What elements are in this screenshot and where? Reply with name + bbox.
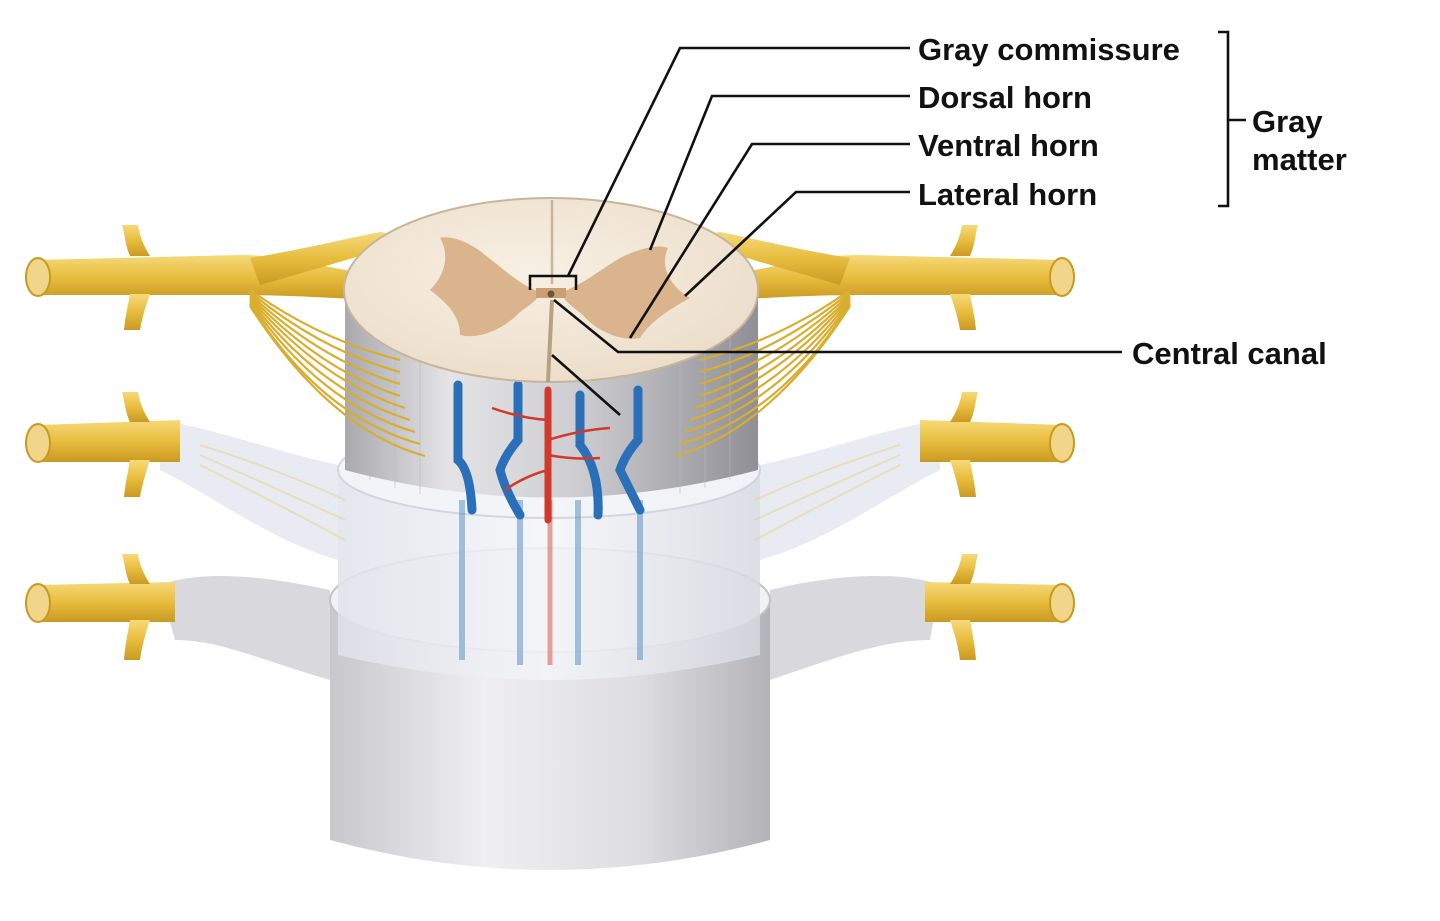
artery-branches <box>491 406 611 492</box>
label-central-canal: Central canal <box>1132 336 1327 371</box>
cord-cross-section <box>343 197 759 383</box>
nerve-right-bottom <box>925 554 1075 660</box>
dura-left-sleeve <box>160 575 330 680</box>
nerve-left-top <box>25 225 380 330</box>
label-gray-matter-line1: Gray <box>1252 104 1323 139</box>
labels: Gray commissure Dorsal horn Ventral horn… <box>918 32 1347 371</box>
leader-lines <box>551 30 1246 416</box>
central-canal <box>547 290 555 298</box>
rootlets-left <box>249 289 426 458</box>
faint-vessels <box>459 500 643 665</box>
gray-matter-left <box>430 237 540 337</box>
rootlets-right <box>674 289 851 458</box>
leader-ventral-horn <box>628 142 910 339</box>
label-gray-matter-line2: matter <box>1252 142 1347 177</box>
arachnoid-left-sleeve <box>160 420 338 560</box>
gray-matter-right <box>562 246 690 339</box>
commissure-bracket <box>528 274 578 290</box>
nerve-right-middle <box>920 392 1075 497</box>
arachnoid-right-sleeve <box>760 420 940 560</box>
anterior-median-fissure <box>546 299 554 383</box>
vein-3 <box>575 390 603 520</box>
faint-rootlets <box>199 444 901 541</box>
nerve-left-bottom <box>25 554 175 660</box>
label-gray-commissure: Gray commissure <box>918 32 1180 67</box>
leader-lateral-horn <box>684 190 910 297</box>
spinal-cord-shaft <box>249 197 851 524</box>
blood-vessels <box>453 380 645 524</box>
leader-central-canal <box>553 298 1122 354</box>
nerve-left-middle <box>25 392 180 497</box>
vein-2 <box>495 380 525 520</box>
nerve-right-top <box>720 225 1075 330</box>
vein-1 <box>453 380 477 515</box>
label-lateral-horn: Lateral horn <box>918 177 1097 212</box>
label-dorsal-horn: Dorsal horn <box>918 80 1092 115</box>
gray-matter-bracket <box>1218 30 1230 208</box>
leader-dorsal-horn <box>648 94 910 251</box>
dura-right-sleeve <box>770 575 940 680</box>
label-ventral-horn: Ventral horn <box>918 128 1099 163</box>
leader-fissure <box>551 354 621 416</box>
vein-4 <box>615 385 645 515</box>
leader-gray-commissure <box>566 46 910 277</box>
arachnoid-cylinder <box>338 470 760 680</box>
